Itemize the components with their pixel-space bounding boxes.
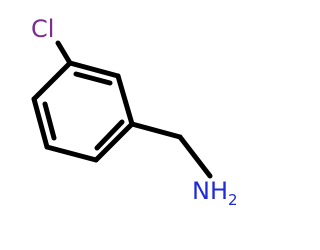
ethyl-bond-1 bbox=[129, 121, 183, 140]
ring-bond-1 bbox=[67, 60, 121, 79]
benzene-ring bbox=[31, 60, 135, 163]
ethyl-bond-2 bbox=[177, 134, 213, 179]
ring-inner-bond-2 bbox=[94, 119, 125, 151]
chlorine-symbol: Cl bbox=[31, 15, 54, 43]
amine-subscript: 2 bbox=[228, 191, 238, 209]
ring-inner-bond-3 bbox=[42, 101, 57, 141]
ring-bond-3 bbox=[93, 121, 135, 163]
amine-label: NH2 bbox=[192, 177, 238, 209]
chlorine-bond bbox=[55, 40, 73, 66]
ring-bond-4 bbox=[44, 144, 99, 163]
amine-symbol: NH bbox=[192, 177, 228, 205]
ring-inner-bond-1 bbox=[73, 71, 113, 86]
ring-bond-5 bbox=[31, 96, 50, 150]
ring-bond-2 bbox=[115, 73, 135, 127]
ring-bond-6 bbox=[31, 60, 73, 102]
chlorine-label: Cl bbox=[31, 15, 54, 43]
molecule-structure: Cl NH2 bbox=[31, 15, 238, 209]
